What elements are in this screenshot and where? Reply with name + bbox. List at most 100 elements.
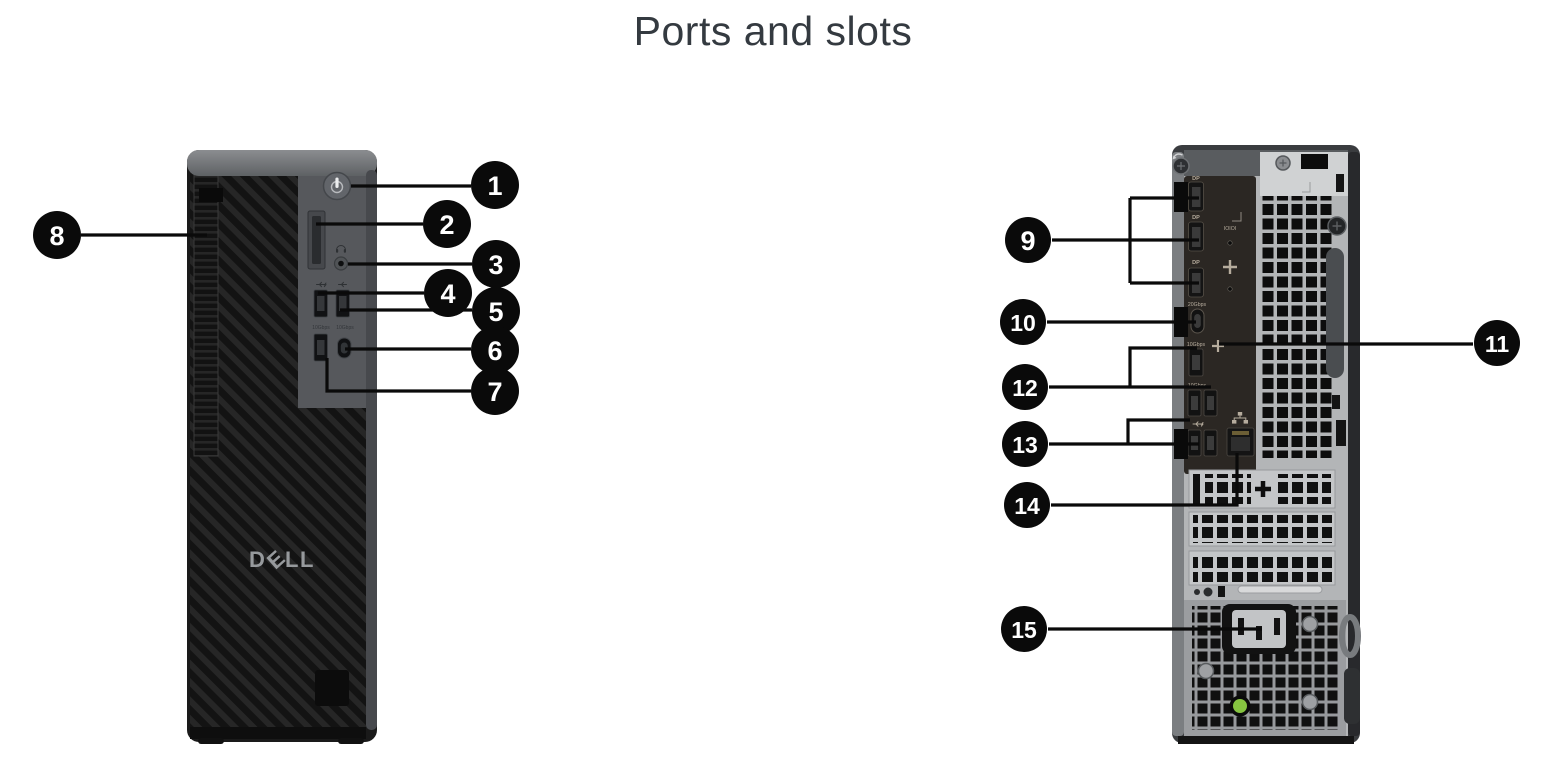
serial-port-label: IOIOI (1224, 226, 1236, 232)
expansion-slot-2 (1188, 511, 1336, 547)
sd-card-slot (307, 210, 326, 270)
front-base-bar (190, 727, 366, 739)
callout-4: 4 (424, 269, 472, 317)
leader-line-14 (1051, 453, 1239, 507)
dp-label-1: DP (1192, 176, 1200, 182)
callout-13: 13 (1002, 421, 1048, 467)
front-foot (198, 738, 224, 744)
svg-text:9: 9 (1020, 226, 1035, 256)
callout-15: 15 (1001, 606, 1047, 652)
svg-text:15: 15 (1011, 617, 1037, 643)
corner-mark (1302, 182, 1311, 193)
expansion-slot-1 (1188, 469, 1336, 509)
usb-a-port-10gbps (1188, 348, 1204, 377)
callout-8: 8 (33, 211, 81, 259)
power-supply-unit (1184, 600, 1346, 738)
usb-smart-power-icon (1192, 421, 1204, 427)
front-intrusion-panel (315, 670, 349, 706)
headset-jack (333, 256, 349, 271)
rear-view-figure: DP DP DP IOIOI 20Gbps (1172, 145, 1361, 744)
svg-text:6: 6 (487, 336, 502, 366)
displayport-2 (1188, 221, 1204, 252)
callout-9: 9 (1005, 217, 1051, 263)
callout-6: 6 (471, 326, 519, 374)
leader-line-9 (1052, 196, 1199, 285)
svg-text:13: 13 (1012, 432, 1038, 458)
corner-mark (1232, 212, 1242, 222)
callout-14: 14 (1004, 482, 1050, 528)
callout-3: 3 (472, 240, 520, 288)
dp-label-2: DP (1192, 215, 1200, 221)
page-title: Ports and slots (633, 8, 913, 54)
knockout-hole (1203, 587, 1213, 597)
knockout-hole (1194, 589, 1200, 595)
expansion-slot-3 (1188, 550, 1336, 586)
rear-lever (1344, 668, 1360, 724)
rear-vent-grid (1262, 196, 1334, 458)
svg-text:L: L (285, 547, 298, 572)
optional-port-knockout (1212, 340, 1224, 352)
screw (1301, 615, 1319, 633)
rear-slot-cutout (1332, 395, 1340, 409)
leader-line-12 (1049, 346, 1211, 389)
usb-a-port-4 (313, 289, 328, 318)
ethernet-port (1226, 427, 1255, 457)
security-cable-slot (1336, 420, 1346, 446)
usb-a-port-7 (313, 333, 328, 362)
svg-text:12: 12 (1012, 375, 1038, 401)
usb-a-port-10gbps (1187, 389, 1202, 417)
front-side-edge (366, 170, 377, 730)
rear-right-edge (1348, 152, 1360, 736)
callout-12: 12 (1002, 364, 1048, 410)
rear-base-bar (1178, 736, 1354, 744)
release-latch-icon (1172, 153, 1183, 160)
svg-text:8: 8 (49, 221, 64, 251)
usb-a-speed-label: 10Gbps (312, 325, 330, 331)
svg-text:L: L (300, 547, 313, 572)
leader-tab (1174, 307, 1188, 337)
screw (1197, 662, 1215, 680)
rear-slot-cutout (1336, 174, 1344, 192)
front-foot (338, 738, 364, 744)
svg-text:2: 2 (439, 210, 454, 240)
power-button (322, 171, 352, 201)
rear-top-knockout (1301, 154, 1328, 169)
screw-cross (1332, 221, 1342, 231)
callout-7: 7 (471, 367, 519, 415)
front-top-cap (187, 150, 377, 176)
slot-screw-cross (1255, 481, 1271, 497)
callout-11: 11 (1474, 320, 1520, 366)
psu-diagnostic-light (1229, 695, 1251, 717)
usb-a-port-10gbps (1203, 389, 1218, 417)
svg-text:14: 14 (1014, 493, 1040, 519)
svg-text:4: 4 (440, 279, 455, 309)
screw (1301, 693, 1319, 711)
knockout-slot (1218, 586, 1225, 597)
svg-text:11: 11 (1485, 331, 1510, 357)
svg-text:7: 7 (487, 377, 502, 407)
usb-10gbps-label: 10Gbps (1187, 342, 1206, 348)
screw-cross (1177, 162, 1185, 170)
leader-lines (81, 182, 1473, 631)
usb-icon (338, 281, 347, 288)
usb-c-speed-label: 20Gbps (1188, 302, 1207, 308)
svg-text:5: 5 (488, 297, 503, 327)
callout-1: 1 (471, 161, 519, 209)
rear-handle (1326, 248, 1344, 378)
front-view-figure: 10Gbps 10Gbps D E L L (187, 150, 377, 744)
callout-5: 5 (472, 287, 520, 335)
usb-c-speed-label: 10Gbps (336, 325, 354, 331)
leader-tab (1174, 429, 1188, 459)
callout-2: 2 (423, 200, 471, 248)
usb-c-port-rear (1190, 308, 1205, 334)
svg-text:3: 3 (488, 250, 503, 280)
callout-10: 10 (1000, 299, 1046, 345)
network-icon (1232, 412, 1248, 424)
padlock-ring (1339, 614, 1361, 658)
svg-text:10: 10 (1010, 310, 1036, 336)
knockout-hole (1227, 286, 1233, 292)
dp-label-3: DP (1192, 260, 1200, 266)
usb-2-port (1203, 429, 1218, 457)
